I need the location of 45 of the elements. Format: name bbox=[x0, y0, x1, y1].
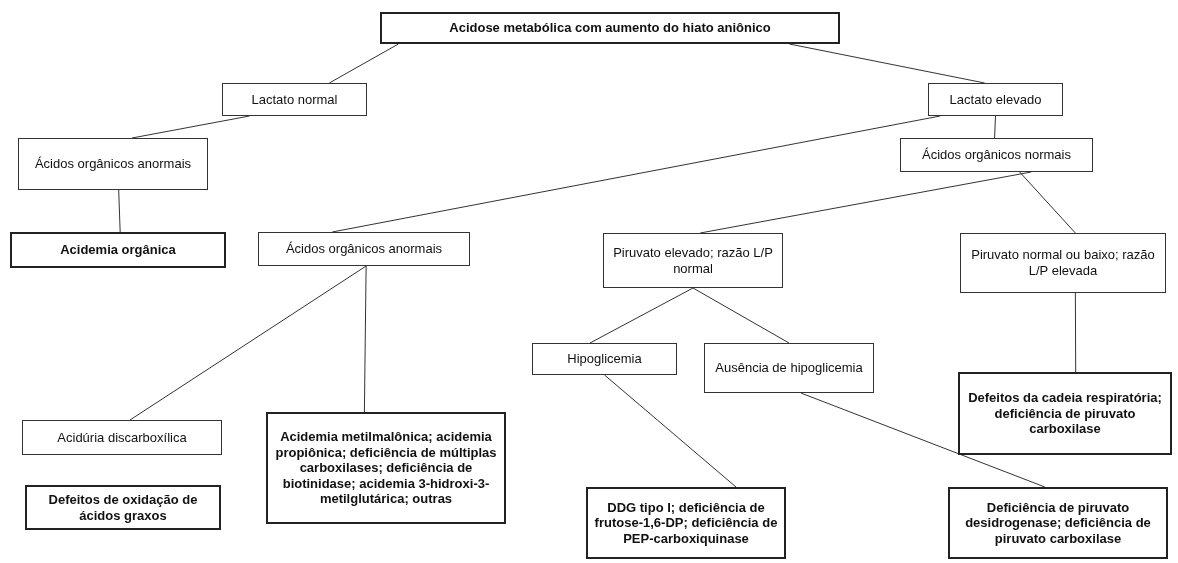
decision-box bbox=[704, 343, 874, 393]
box-text: Lactato elevado bbox=[949, 91, 1042, 108]
connector-line bbox=[1019, 171, 1076, 234]
decision-box bbox=[603, 233, 783, 288]
decision-box bbox=[25, 485, 221, 530]
decision-box bbox=[928, 83, 1063, 116]
box-text: Defeitos da cadeia respiratória; deficiência de piruvato carboxilase bbox=[967, 390, 1163, 437]
box-text: Defeitos de oxidação de ácidos graxos bbox=[47, 491, 199, 524]
connector-line bbox=[589, 287, 694, 344]
decision-box bbox=[10, 232, 226, 268]
box-text: DDG tipo I; deficiência de frutose-1,6-DP; deficiência de PEP-carboxiquinase bbox=[594, 499, 778, 547]
box-text: Piruvato elevado; razão L/P normal bbox=[612, 244, 774, 277]
decision-box bbox=[258, 232, 470, 266]
decision-box bbox=[948, 487, 1168, 559]
box-text: Hipoglicemia bbox=[567, 351, 642, 367]
decision-box bbox=[958, 372, 1172, 455]
decision-box bbox=[380, 12, 840, 44]
box-text: Ácidos orgânicos anormais bbox=[285, 241, 443, 257]
decision-box bbox=[900, 138, 1093, 172]
decision-box bbox=[222, 83, 367, 116]
box-text: Ausência de hipoglicemia bbox=[715, 360, 863, 376]
box-text: Acidemia metilmalônica; acidemia propiônica; deficiência de múltiplas carboxilases; deficiência de biotinidase; acidemia 3-hidroxi-3-metilglutárica; outras bbox=[274, 429, 498, 507]
connector-line bbox=[604, 374, 737, 488]
decision-box bbox=[532, 343, 677, 375]
connector-line bbox=[692, 287, 790, 344]
box-text: Ácidos orgânicos anormais bbox=[34, 156, 192, 172]
decision-box bbox=[266, 412, 506, 524]
connector-line bbox=[328, 43, 399, 84]
connector-line bbox=[1074, 292, 1077, 373]
connector-line bbox=[363, 265, 367, 413]
decision-box bbox=[22, 420, 222, 455]
connector-line bbox=[129, 265, 367, 421]
decision-box bbox=[586, 487, 786, 559]
box-text: Lactato normal bbox=[251, 91, 338, 108]
decision-box bbox=[18, 138, 208, 190]
box-text: Ácidos orgânicos normais bbox=[922, 147, 1071, 163]
connector-line bbox=[994, 115, 996, 139]
connector-line bbox=[800, 392, 1046, 488]
decision-box bbox=[960, 233, 1166, 293]
box-text: Acidúria discarboxílica bbox=[57, 429, 187, 446]
connector-line bbox=[118, 189, 121, 233]
box-text: Piruvato normal ou baixo; razão L/P elevada bbox=[970, 247, 1156, 279]
box-text: Acidose metabólica com aumento do hiato aniônico bbox=[449, 20, 771, 36]
box-text: Deficiência de piruvato desidrogenase; deficiência de piruvato carboxilase bbox=[964, 499, 1152, 547]
box-text: Acidemia orgânica bbox=[60, 242, 176, 258]
